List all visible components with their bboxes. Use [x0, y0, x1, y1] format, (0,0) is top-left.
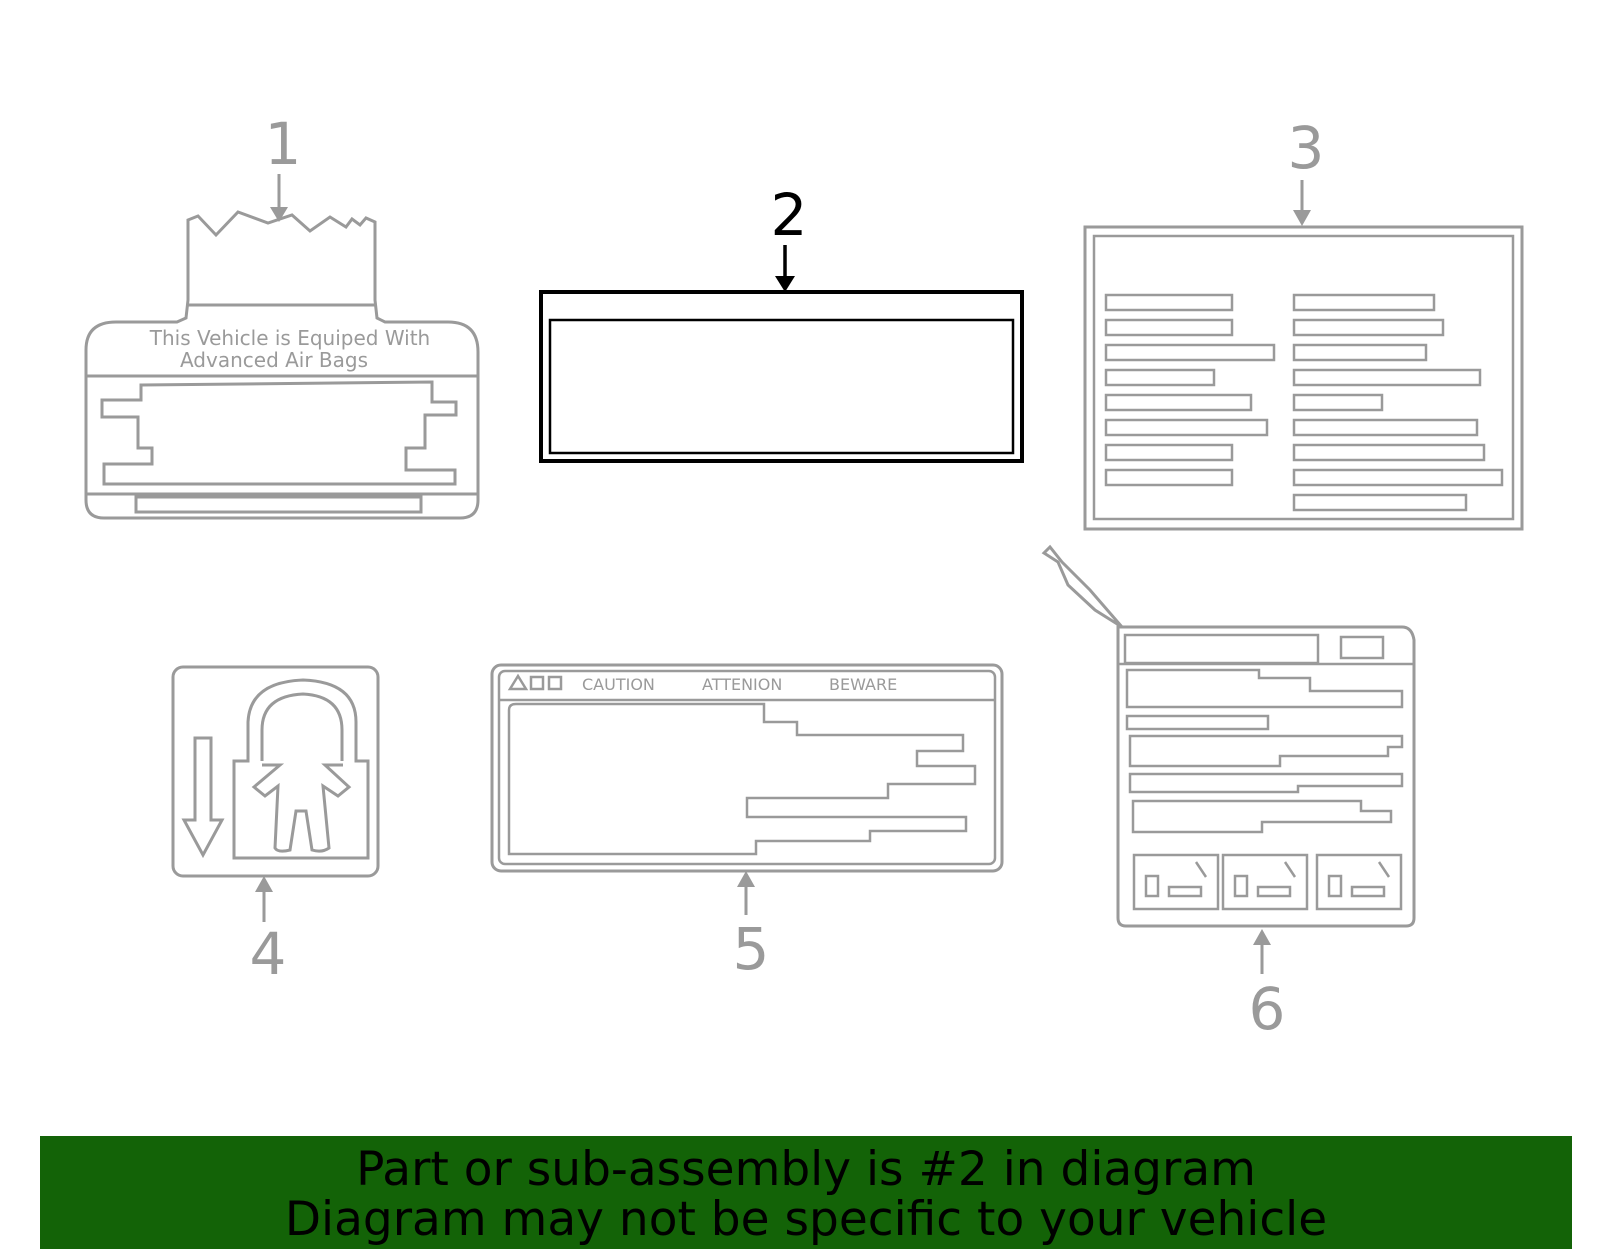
- callout-4-arrow: [255, 876, 273, 892]
- callout-5-arrow: [737, 871, 755, 887]
- part-2-label[interactable]: [539, 290, 1024, 463]
- square-icon: [529, 675, 545, 691]
- banner-line1: Part or sub-assembly is #2 in diagram: [356, 1142, 1256, 1197]
- callout-3-arrow: [1293, 210, 1311, 226]
- callout-6-arrow: [1253, 929, 1271, 945]
- part-1-airbag-label[interactable]: This Vehicle is Equiped With Advanced Ai…: [84, 210, 480, 520]
- part-5-attention-text: ATTENION: [702, 675, 782, 694]
- part-1-text-line2: Advanced Air Bags: [180, 348, 368, 372]
- part-3-info-label[interactable]: [1083, 225, 1524, 531]
- callout-3-number[interactable]: 3: [1288, 114, 1325, 182]
- callout-1-arrow: [270, 207, 288, 222]
- part-6-tag-label[interactable]: [1041, 544, 1416, 928]
- callout-2-arrow: [775, 276, 795, 292]
- part-5-caution-label[interactable]: CAUTION ATTENION BEWARE: [490, 663, 1004, 873]
- callout-4-number[interactable]: 4: [250, 920, 287, 988]
- square-icon: [547, 675, 563, 691]
- child-figure-icon: [251, 763, 352, 853]
- callout-2-number[interactable]: 2: [771, 181, 808, 249]
- part-5-beware-text: BEWARE: [829, 675, 897, 694]
- down-arrow-icon: [181, 736, 225, 859]
- part-5-caution-text: CAUTION: [582, 675, 655, 694]
- info-banner: Part or sub-assembly is #2 in diagram Di…: [40, 1136, 1572, 1249]
- callout-5-number[interactable]: 5: [733, 915, 770, 983]
- part-4-child-seat-label[interactable]: [171, 665, 380, 878]
- callout-6-number[interactable]: 6: [1249, 975, 1286, 1043]
- triangle-icon: [507, 673, 529, 691]
- part-1-text-line1: This Vehicle is Equiped With: [149, 326, 430, 350]
- banner-line2: Diagram may not be specific to your vehi…: [284, 1192, 1328, 1247]
- callout-1-number[interactable]: 1: [265, 110, 302, 178]
